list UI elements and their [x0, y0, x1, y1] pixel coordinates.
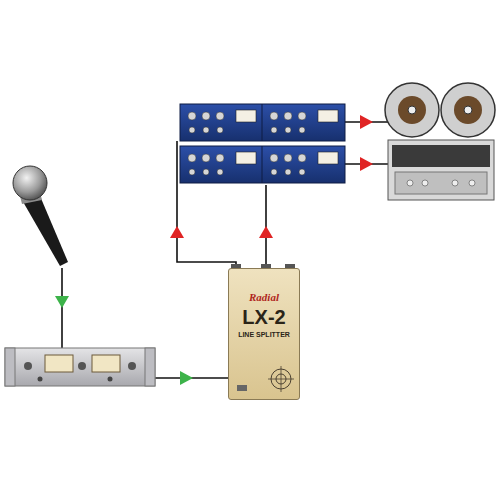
product-type: LINE SPLITTER: [229, 331, 299, 339]
preamp-rack: [5, 348, 155, 386]
splitter-box: RadialLX-2LINE SPLITTER: [228, 268, 300, 400]
channel-strips: [180, 104, 345, 183]
wires: [62, 122, 388, 378]
brand-name: Radial: [229, 291, 299, 303]
microphone: [13, 166, 68, 266]
model-name: LX-2: [229, 306, 299, 328]
signal-arrows: [55, 115, 373, 385]
tape-machine: [385, 83, 495, 200]
